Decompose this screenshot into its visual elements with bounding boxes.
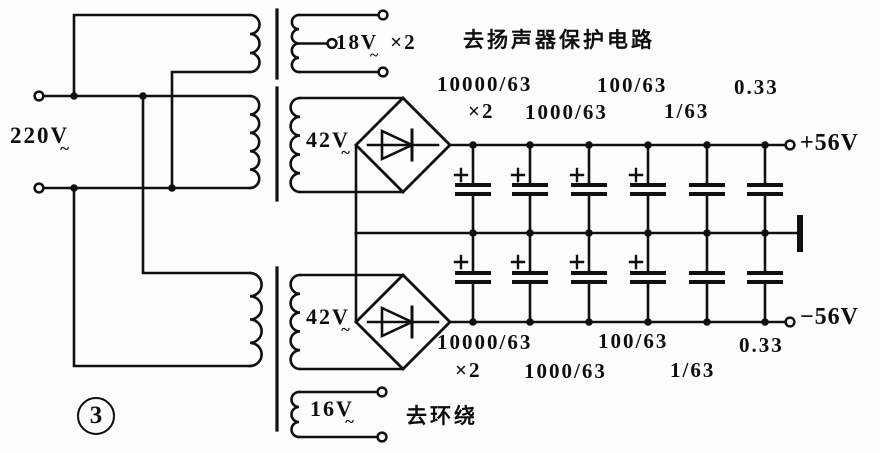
secondary-leads — [297, 13, 405, 439]
junction-dots — [70, 92, 769, 326]
junction-dot — [526, 318, 534, 326]
terminals — [33, 9, 796, 443]
winding-18v-multiplier: ×2 — [390, 30, 417, 54]
cap-plates — [747, 183, 783, 284]
cap-label-top-tiny: 1/63 — [664, 99, 710, 123]
dc-rails — [354, 143, 803, 324]
polarity-plus-icon — [628, 167, 644, 270]
lower-primary-return-wire — [72, 186, 252, 368]
cap-label-bottom-main-qty: ×2 — [455, 358, 482, 382]
junction-dot — [168, 184, 176, 192]
terminal-positive-output — [784, 139, 796, 151]
junction-dot — [469, 229, 477, 237]
mains-voltage-label: 220V~ — [10, 123, 70, 159]
junction-dot — [526, 229, 534, 237]
cap-column-1 — [453, 143, 491, 324]
junction-dot — [644, 141, 652, 149]
cap-plates — [512, 183, 548, 284]
winding-42v-top-label: 42V~ — [306, 127, 350, 163]
ac-tilde-icon: ~ — [341, 143, 350, 163]
negative-output-label: −56V — [800, 304, 860, 330]
junction-dot — [526, 141, 534, 149]
figure-number: 3 — [89, 402, 103, 429]
cap-label-top-film: 0.33 — [734, 75, 779, 99]
cap-label-bottom-tiny: 1/63 — [670, 358, 716, 382]
bridge-rectifier-negative — [354, 273, 452, 371]
cap-label-bottom-mid: 1000/63 — [524, 359, 607, 383]
surround-note: 去环绕 — [406, 405, 478, 428]
cap-plates — [689, 183, 725, 284]
junction-dot — [585, 229, 593, 237]
junction-dot — [585, 141, 593, 149]
primary-coil-main — [248, 94, 261, 190]
speaker-protection-note: 去扬声器保护电路 — [463, 29, 655, 52]
ac-tilde-icon: ~ — [341, 320, 350, 340]
terminal-mains-bottom — [33, 182, 45, 194]
junction-dot — [70, 92, 78, 100]
ac-tilde-icon: ~ — [345, 412, 354, 432]
junction-dot — [469, 141, 477, 149]
primary-coil-top — [248, 13, 261, 74]
cap-column-2 — [510, 143, 548, 324]
cap-label-bottom-small: 100/63 — [598, 329, 669, 353]
terminal-18v-tap — [326, 37, 338, 50]
figure-number-badge: 3 — [77, 397, 115, 435]
terminal-mains-top — [33, 90, 45, 102]
junction-dot — [139, 92, 147, 100]
winding-18v-label: 18V~×2 — [336, 30, 417, 64]
diode-triangle — [380, 128, 416, 162]
terminal-16v-bottom — [376, 431, 388, 443]
cap-label-bottom-main: 10000/63 — [437, 330, 533, 354]
terminal-18v-bottom — [377, 66, 389, 78]
junction-dot — [761, 318, 769, 326]
diode-triangle — [380, 305, 416, 339]
cap-label-top-small: 100/63 — [597, 73, 668, 97]
junction-dot — [469, 318, 477, 326]
cap-label-top-mid: 1000/63 — [525, 100, 608, 124]
positive-output-label: +56V — [800, 130, 860, 156]
winding-42v-bottom-label: 42V~ — [306, 304, 350, 340]
junction-dot — [585, 318, 593, 326]
cap-plates — [571, 183, 607, 284]
ac-tilde-icon: ~ — [60, 139, 70, 159]
polarity-plus-icon — [569, 167, 585, 270]
junction-dot — [703, 229, 711, 237]
junction-dot — [70, 184, 78, 192]
terminal-negative-output — [784, 316, 796, 328]
terminal-16v-top — [376, 386, 388, 398]
cap-plates — [455, 183, 491, 284]
junction-dot — [703, 318, 711, 326]
cap-plates — [630, 183, 666, 284]
ac-tilde-icon: ~ — [369, 46, 379, 64]
transformer-symbol — [248, 8, 302, 439]
top-primary-return-wire — [170, 70, 252, 190]
junction-dot — [703, 141, 711, 149]
primary-coil-lower — [248, 271, 263, 368]
winding-16v-label: 16V~ — [310, 396, 354, 432]
secondary-coil-42v-top — [289, 96, 302, 194]
terminal-18v-top — [377, 9, 389, 21]
top-primary-feed-wire — [72, 13, 252, 98]
bridge-rectifier-positive — [354, 96, 452, 194]
lower-primary-feed-wire — [141, 94, 252, 275]
cap-label-top-main: 10000/63 — [437, 72, 533, 96]
secondary-coil-42v-bottom — [289, 273, 302, 371]
junction-dot — [761, 141, 769, 149]
secondary-coil-16v — [290, 390, 301, 439]
filter-capacitor-bank — [453, 143, 783, 324]
polarity-plus-icon — [453, 167, 469, 270]
cap-label-top-main-qty: ×2 — [468, 99, 495, 123]
cap-label-bottom-film: 0.33 — [739, 333, 784, 357]
junction-dot — [761, 229, 769, 237]
polarity-plus-icon — [510, 167, 526, 270]
junction-dot — [644, 318, 652, 326]
junction-dot — [644, 229, 652, 237]
